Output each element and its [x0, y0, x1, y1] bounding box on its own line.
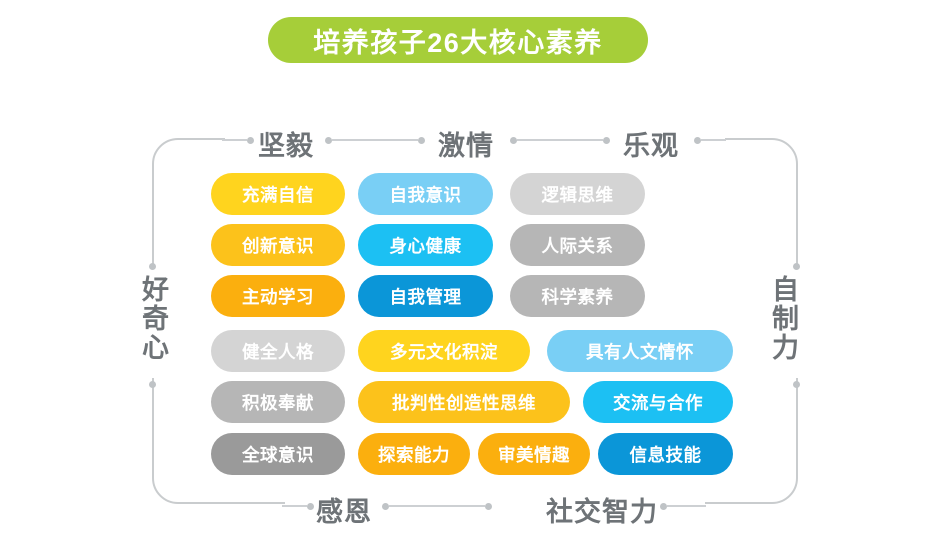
outer-label-bottom-0: 感恩 — [316, 497, 372, 527]
connector-top-1 — [222, 134, 254, 146]
connector-dot — [485, 502, 492, 510]
connector-top-4 — [694, 134, 726, 146]
competency-pill[interactable]: 创新意识 — [211, 224, 345, 266]
competency-pill[interactable]: 具有人文情怀 — [547, 330, 733, 372]
competency-pill[interactable]: 人际关系 — [510, 224, 645, 266]
competency-pill[interactable]: 审美情趣 — [478, 433, 590, 475]
competency-pill[interactable]: 自我意识 — [358, 173, 493, 215]
page-title: 培养孩子26大核心素养 — [268, 17, 648, 63]
competency-pill[interactable]: 批判性创造性思维 — [358, 381, 570, 423]
connector-dot — [307, 502, 314, 510]
bracket-gap-top — [225, 130, 725, 148]
competency-pill[interactable]: 全球意识 — [211, 433, 345, 475]
connector-dot — [382, 502, 389, 510]
connector-line — [389, 505, 485, 507]
outer-label-right: 自制力 — [768, 275, 798, 362]
outer-label-bottom-1: 社交智力 — [546, 497, 658, 527]
connector-dot — [660, 502, 667, 510]
connector-top-2 — [325, 134, 425, 146]
connector-line — [517, 139, 603, 141]
competency-pill[interactable]: 多元文化积淀 — [358, 330, 530, 372]
connector-dot — [325, 136, 332, 144]
connector-line — [222, 139, 247, 141]
competency-pill[interactable]: 自我管理 — [358, 275, 493, 317]
connector-bottom-2 — [382, 500, 492, 512]
competency-pill[interactable]: 健全人格 — [211, 330, 345, 372]
connector-line — [282, 505, 307, 507]
connector-dot — [603, 136, 610, 144]
competency-pill[interactable]: 身心健康 — [358, 224, 493, 266]
connector-dot — [149, 381, 156, 388]
competency-pill[interactable]: 探索能力 — [358, 433, 470, 475]
outer-label-left: 好奇心 — [138, 275, 168, 362]
competency-pill[interactable]: 主动学习 — [211, 275, 345, 317]
connector-bottom-3 — [660, 500, 706, 512]
competency-pill[interactable]: 信息技能 — [598, 433, 733, 475]
connector-left-bottom — [149, 380, 158, 389]
connector-dot — [510, 136, 517, 144]
outer-label-top-0: 坚毅 — [258, 131, 314, 161]
connector-dot — [149, 263, 156, 270]
connector-bottom-1 — [282, 500, 314, 512]
outer-label-top-1: 激情 — [438, 131, 494, 161]
connector-left-top — [149, 262, 158, 271]
connector-right-bottom — [793, 380, 802, 389]
bracket-gap-left — [144, 268, 162, 378]
bracket-gap-right — [788, 268, 806, 378]
connector-line — [332, 139, 418, 141]
connector-top-3 — [510, 134, 610, 146]
connector-dot — [694, 136, 701, 144]
connector-dot — [247, 136, 254, 144]
competency-pill[interactable]: 科学素养 — [510, 275, 645, 317]
connector-dot — [793, 381, 800, 388]
competency-pill[interactable]: 积极奉献 — [211, 381, 345, 423]
competency-pill[interactable]: 逻辑思维 — [510, 173, 645, 215]
outer-label-top-2: 乐观 — [623, 131, 679, 161]
competency-pill[interactable]: 交流与合作 — [583, 381, 733, 423]
connector-dot — [793, 263, 800, 270]
connector-dot — [418, 136, 425, 144]
bracket-gap-bottom — [285, 494, 705, 512]
connector-line — [701, 139, 726, 141]
competency-pill[interactable]: 充满自信 — [211, 173, 345, 215]
connector-right-top — [793, 262, 802, 271]
connector-line — [667, 505, 706, 507]
